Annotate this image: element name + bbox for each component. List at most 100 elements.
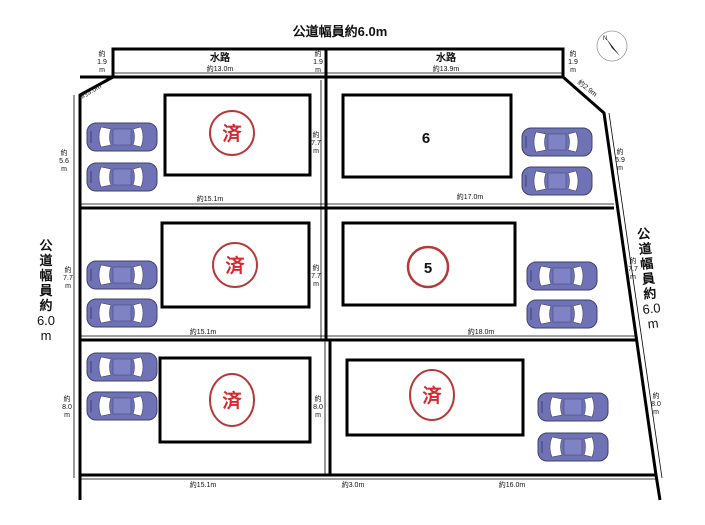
canal-left-length: 約13.0m (207, 64, 234, 73)
row1-right-width: 約17.0m (457, 192, 484, 201)
dimension-text: 幅 (640, 256, 655, 272)
dimension-text: 約 (99, 49, 106, 58)
lot-number-6[interactable]: 6 (422, 130, 430, 147)
dimension-text: m (61, 166, 67, 173)
dimension-text: 6.0 (37, 313, 55, 328)
dimension-text: m (570, 67, 576, 74)
top-road-label: 公道幅員約6.0m (293, 24, 388, 39)
dimension-text: 約 (617, 147, 624, 156)
dimension-text: m (313, 281, 319, 288)
dimension-text: 道 (39, 253, 52, 268)
sold-stamp-text: 済 (225, 254, 245, 277)
car-icon (526, 299, 598, 329)
row2-left-depth: 約 7.7 m (63, 265, 73, 290)
dimension-text: 5.6 (59, 158, 69, 165)
car-icon (86, 298, 158, 328)
row2-mid-depth: 約 7.7 m (311, 263, 321, 288)
car-icon (86, 162, 158, 192)
row3-right-depth: 約 8.0 m (651, 391, 661, 416)
dimension-text: 約 (315, 394, 322, 403)
dimension-text: 7.7 (63, 275, 73, 282)
dimension-text: 約 (315, 49, 322, 58)
dimension-text: m (313, 148, 319, 155)
row1-mid-depth: 約 7.7 m (311, 130, 321, 155)
dimension-text: 約 (39, 298, 52, 313)
sold-stamp-text: 済 (222, 122, 242, 145)
row3-left-width: 約15.1m (190, 480, 217, 489)
dimension-text: 約 (65, 265, 72, 274)
dimension-text: m (630, 274, 636, 281)
right-road-label: 公 道 幅 員 約 6.0 m (636, 226, 661, 332)
dimension-text: 約 (630, 256, 637, 265)
row3-gap-width: 約3.0m (342, 480, 365, 489)
canal-right-length: 約13.9m (433, 64, 460, 73)
canal-right-label: 水路 (435, 51, 457, 64)
dimension-text: m (315, 412, 321, 419)
corner-left-dimension: 約3.0m (79, 81, 103, 100)
car-icon (526, 261, 598, 291)
lot-number-5[interactable]: 5 (406, 245, 450, 289)
sold-stamp-text: 済 (422, 384, 442, 407)
canal-left-label: 水路 (209, 51, 231, 64)
dimension-text: 8.0 (62, 404, 72, 411)
dimension-text: m (315, 67, 321, 74)
lot-number-5-text: 5 (424, 260, 432, 277)
left-boundary (78, 75, 114, 500)
dimension-text: 約 (653, 391, 660, 400)
dimension-text: m (647, 315, 659, 331)
dimension-text: 8.0 (651, 401, 661, 408)
row3-left-depth: 約 8.0 m (62, 394, 72, 419)
row1-right-depth: 約 5.9 m (615, 147, 625, 172)
row2-left-width: 約15.1m (190, 327, 217, 336)
dimension-text: 約 (64, 394, 71, 403)
car-icon (86, 122, 158, 152)
car-icon (537, 392, 609, 422)
dimension-text: 1.9 (97, 59, 107, 66)
dimension-text: 7.7 (311, 140, 321, 147)
row1-left-depth: 約 5.6 m (59, 148, 69, 173)
car-icon (521, 127, 593, 157)
dimension-text: 7.7 (628, 266, 638, 273)
row2-right-depth: 約 7.7 m (628, 256, 638, 281)
car-icon (537, 432, 609, 462)
car-icon (521, 166, 593, 196)
dimension-text: m (617, 165, 623, 172)
dimension-text: 約 (313, 130, 320, 139)
dimension-text: 8.0 (313, 404, 323, 411)
dimension-text: 1.9 (568, 59, 578, 66)
car-icon (86, 260, 158, 290)
sold-stamp-text: 済 (222, 389, 242, 412)
sold-stamp-top-left: 済 (209, 110, 255, 156)
right-boundary (562, 75, 662, 501)
dimension-text: 5.9 (615, 157, 625, 164)
canal-width-right: 約 1.9 m (568, 49, 578, 74)
dimension-text: 約 (570, 49, 577, 58)
compass-north-label: N (603, 36, 607, 42)
dimension-text: 約 (313, 263, 320, 272)
dimension-text: m (41, 328, 52, 343)
right-dimension-line (608, 112, 663, 479)
row1-left-width: 約15.1m (197, 194, 224, 203)
corner-right-dimension: 約2.9m (576, 78, 599, 99)
row3-right-width: 約16.0m (499, 480, 526, 489)
dimension-text: 約 (61, 148, 68, 157)
north-compass-icon: N (596, 30, 628, 62)
row2-right-width: 約18.0m (468, 327, 495, 336)
building-lot-6 (341, 93, 513, 179)
dimension-text: 7.7 (311, 273, 321, 280)
dimension-text: m (653, 409, 659, 416)
dimension-text: m (99, 67, 105, 74)
dimension-text: m (65, 283, 71, 290)
dimension-text: m (64, 412, 70, 419)
dimension-text: 幅 (39, 268, 52, 283)
dimension-text: 約 (643, 285, 658, 301)
sold-stamp-bottom-right: 済 (409, 369, 455, 421)
canal-width-mid: 約 1.9 m (313, 49, 323, 74)
dimension-text: 公 (39, 238, 52, 253)
canal-width-left: 約 1.9 m (97, 49, 107, 74)
dimension-text: 1.9 (313, 59, 323, 66)
dimension-text: 公 (636, 226, 651, 242)
car-icon (86, 352, 158, 382)
dimension-text: 員 (640, 271, 656, 287)
